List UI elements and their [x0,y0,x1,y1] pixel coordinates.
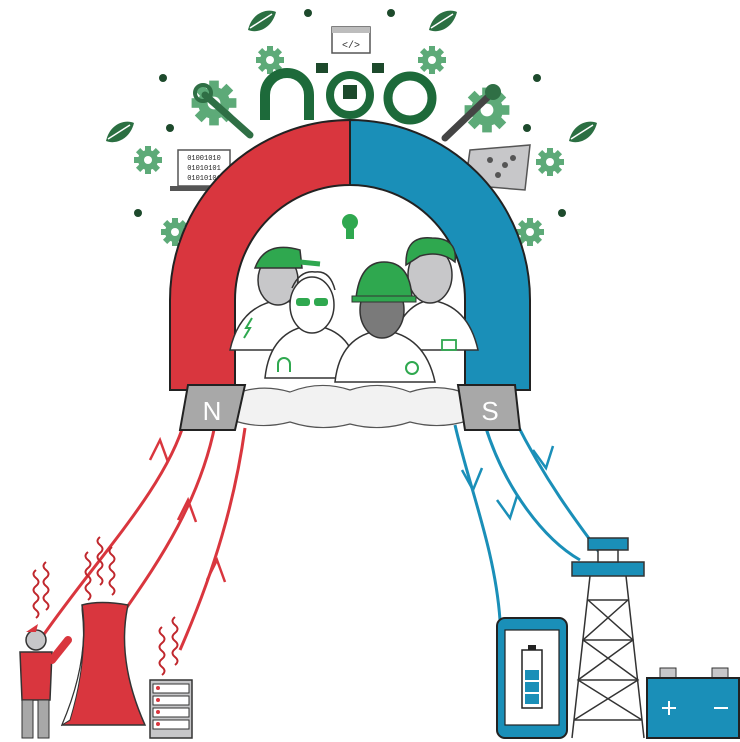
person-sunglasses [264,271,359,379]
ring-icon [383,71,437,125]
gear-icon [536,148,564,176]
heat-wave [108,546,116,596]
south-pole-label: S [481,396,498,426]
south-field-lines [453,419,607,621]
smartphone-icon [496,617,568,739]
server-rack-icon [149,679,193,739]
person-icon [19,624,72,739]
code-text: </> [342,40,360,52]
monitor-icon [441,339,457,351]
north-pole-tip: N [178,384,247,431]
heat-sources [19,536,193,739]
leaf-icon [568,120,598,143]
leaf-icon [428,9,458,32]
north-pole-label: N [203,396,222,426]
gear-icon [134,146,162,174]
dots [134,9,566,217]
lightbulb-icon [326,71,374,119]
lightning-icon [243,317,253,339]
binary-line-1: 01001010 [187,155,221,163]
magnet-north-arm [169,118,351,391]
magnet-icon [260,63,384,120]
gear-icon [418,46,446,74]
car-battery-icon [646,667,740,739]
leaf-icon [105,120,135,143]
magnet-cloud-base [231,384,471,429]
energy-sinks [496,537,740,739]
team-group [229,214,479,383]
heat-wave [42,561,50,611]
gear-icon [405,361,419,375]
code-window-icon: </> [331,26,371,54]
wrench-icon [441,84,501,142]
binary-line-3: 01010101 [187,175,221,183]
binary-line-2: 01010101 [187,165,221,173]
magnet-south-arm [349,118,531,391]
south-pole-tip: S [456,384,522,431]
north-field-lines [38,419,247,651]
heat-wave [158,626,166,676]
heat-wave [32,569,40,619]
oil-derrick-icon [571,537,645,739]
cooling-tower-icon [60,601,147,727]
person-hardhat [334,261,436,383]
leaf-icon [247,9,277,32]
wrench-icon [193,83,254,139]
battery-icon [521,645,543,709]
lightbulb-icon [342,214,358,239]
magnet-icon [277,357,291,372]
heat-wave [171,616,179,666]
